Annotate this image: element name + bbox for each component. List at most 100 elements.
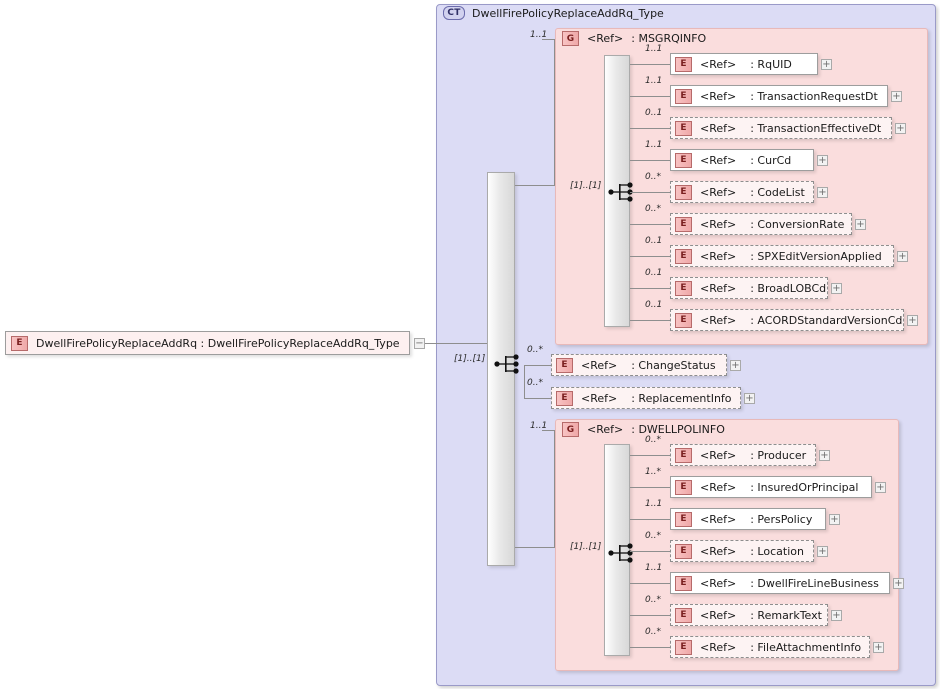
element-name-perspolicy: : PersPolicy [750, 512, 813, 526]
element-name-producer: : Producer [750, 448, 807, 462]
expand-toggle-remarktext[interactable]: + [831, 610, 842, 621]
connector-line-broadlobcd [630, 288, 670, 289]
element-node-curcd[interactable]: E<Ref>: CurCd [670, 149, 814, 171]
complextype-header: CT DwellFirePolicyReplaceAddRq_Type [443, 6, 664, 20]
expand-toggle-changestatus[interactable]: + [730, 360, 741, 371]
msgrqinfo-sequence-bar [604, 55, 630, 327]
element-badge-e-icon: E [675, 216, 692, 232]
expand-toggle-acordstandardversioncd[interactable]: + [907, 315, 918, 326]
element-ref-word: <Ref> [700, 153, 737, 167]
connector-line-curcd [630, 160, 670, 161]
element-badge-e-icon: E [675, 639, 692, 655]
connector-line-remarktext [630, 615, 670, 616]
complextype-badge-ct-icon: CT [443, 6, 465, 20]
element-node-conversionrate[interactable]: E<Ref>: ConversionRate [670, 213, 852, 235]
element-node-fileattachmentinfo[interactable]: E<Ref>: FileAttachmentInfo [670, 636, 870, 658]
element-ref-word: <Ref> [700, 608, 737, 622]
complextype-title: DwellFirePolicyReplaceAddRq_Type [472, 6, 664, 20]
connector-line-spxeditversionapplied [630, 256, 670, 257]
expand-toggle-transactionrequestdt[interactable]: + [891, 91, 902, 102]
connector-line-codelist [630, 192, 670, 193]
element-ref-word: <Ref> [700, 313, 737, 327]
occurs-label-transactioneffectivedt: 0..1 [645, 108, 663, 118]
expand-toggle-fileattachmentinfo[interactable]: + [873, 642, 884, 653]
element-node-transactionrequestdt[interactable]: E<Ref>: TransactionRequestDt [670, 85, 888, 107]
connector-line-fileattachmentinfo [630, 647, 670, 648]
connector-line-acordstandardversioncd [630, 320, 670, 321]
element-badge-e-icon: E [675, 152, 692, 168]
element-badge-e-icon: E [675, 447, 692, 463]
element-badge-e-icon: E [675, 543, 692, 559]
expand-toggle-location[interactable]: + [817, 546, 828, 557]
expand-toggle-perspolicy[interactable]: + [829, 514, 840, 525]
toplevel-sequence-bar [487, 172, 515, 566]
element-ref-word: <Ref> [700, 281, 737, 295]
toplevel-occurs-label: [1]..[1] [454, 354, 486, 364]
occurs-label-changestatus: 0..* [527, 345, 543, 355]
connector-line-producer [630, 455, 670, 456]
expand-toggle-curcd[interactable]: + [817, 155, 828, 166]
element-badge-e-icon: E [556, 390, 573, 406]
element-node-remarktext[interactable]: E<Ref>: RemarkText [670, 604, 828, 626]
expand-toggle-rquid[interactable]: + [821, 59, 832, 70]
root-element-label: DwellFirePolicyReplaceAddRq : DwellFireP… [36, 336, 400, 350]
element-badge-e-icon: E [675, 575, 692, 591]
expand-toggle-broadlobcd[interactable]: + [831, 283, 842, 294]
expand-toggle-conversionrate[interactable]: + [855, 219, 866, 230]
expand-toggle-insuredorprincipal[interactable]: + [875, 482, 886, 493]
element-ref-word: <Ref> [700, 185, 737, 199]
element-node-perspolicy[interactable]: E<Ref>: PersPolicy [670, 508, 826, 530]
expand-toggle-codelist[interactable]: + [817, 187, 828, 198]
element-ref-word: <Ref> [700, 89, 737, 103]
occurs-label-remarktext: 0..* [645, 595, 661, 605]
expand-toggle-dwellfirelinebusiness[interactable]: + [893, 578, 904, 589]
branch-stub-dwellpolinfo [542, 430, 555, 431]
branch-riser-msgrqinfo [554, 39, 555, 186]
element-node-changestatus[interactable]: E<Ref>: ChangeStatus [551, 354, 727, 376]
root-collapse-toggle-icon[interactable]: − [414, 338, 425, 349]
element-node-location[interactable]: E<Ref>: Location [670, 540, 814, 562]
element-node-acordstandardversioncd[interactable]: E<Ref>: ACORDStandardVersionCd [670, 309, 904, 331]
connector-line-conversionrate [630, 224, 670, 225]
element-node-broadlobcd[interactable]: E<Ref>: BroadLOBCd [670, 277, 828, 299]
element-name-remarktext: : RemarkText [750, 608, 822, 622]
connector-line-perspolicy [630, 519, 670, 520]
expand-toggle-spxeditversionapplied[interactable]: + [897, 251, 908, 262]
occurs-label-location: 0..* [645, 531, 661, 541]
occurs-label-dwellfirelinebusiness: 1..1 [645, 563, 663, 573]
branch-line-dwellpolinfo [515, 547, 555, 548]
occurs-label-spxeditversionapplied: 0..1 [645, 236, 663, 246]
group-occurs-dwellpolinfo: 1..1 [530, 421, 548, 431]
element-name-insuredorprincipal: : InsuredOrPrincipal [750, 480, 859, 494]
occurs-label-conversionrate: 0..* [645, 204, 661, 214]
occurs-label-transactionrequestdt: 1..1 [645, 76, 663, 86]
group-header-msgrqinfo[interactable]: G <Ref> : MSGRQINFO [562, 31, 706, 46]
element-ref-word: <Ref> [700, 576, 737, 590]
occurs-label-rquid: 1..1 [645, 44, 663, 54]
element-node-rquid[interactable]: E<Ref>: RqUID [670, 53, 818, 75]
element-name-replacementinfo: : ReplacementInfo [631, 391, 732, 405]
element-name-conversionrate: : ConversionRate [750, 217, 845, 231]
element-node-dwellfirelinebusiness[interactable]: E<Ref>: DwellFireLineBusiness [670, 572, 890, 594]
element-node-producer[interactable]: E<Ref>: Producer [670, 444, 816, 466]
dwellpolinfo-inner-occurs: [1]..[1] [570, 542, 602, 552]
group-header-dwellpolinfo[interactable]: G <Ref> : DWELLPOLINFO [562, 422, 725, 437]
connector-line-insuredorprincipal [630, 487, 670, 488]
element-name-transactioneffectivedt: : TransactionEffectiveDt [750, 121, 882, 135]
element-name-codelist: : CodeList [750, 185, 805, 199]
occurs-label-insuredorprincipal: 1..* [645, 467, 661, 477]
expand-toggle-replacementinfo[interactable]: + [744, 393, 755, 404]
expand-toggle-transactioneffectivedt[interactable]: + [895, 123, 906, 134]
element-node-insuredorprincipal[interactable]: E<Ref>: InsuredOrPrincipal [670, 476, 872, 498]
connector-line-transactionrequestdt [630, 96, 670, 97]
expand-toggle-producer[interactable]: + [819, 450, 830, 461]
element-node-codelist[interactable]: E<Ref>: CodeList [670, 181, 814, 203]
branch-line-msgrqinfo [515, 185, 555, 186]
element-node-spxeditversionapplied[interactable]: E<Ref>: SPXEditVersionApplied [670, 245, 894, 267]
element-badge-e-icon: E [556, 357, 573, 373]
group-ref-word: <Ref> [587, 423, 624, 436]
element-node-transactioneffectivedt[interactable]: E<Ref>: TransactionEffectiveDt [670, 117, 892, 139]
root-element-node[interactable]: E DwellFirePolicyReplaceAddRq : DwellFir… [5, 331, 410, 355]
element-node-replacementinfo[interactable]: E<Ref>: ReplacementInfo [551, 387, 741, 409]
